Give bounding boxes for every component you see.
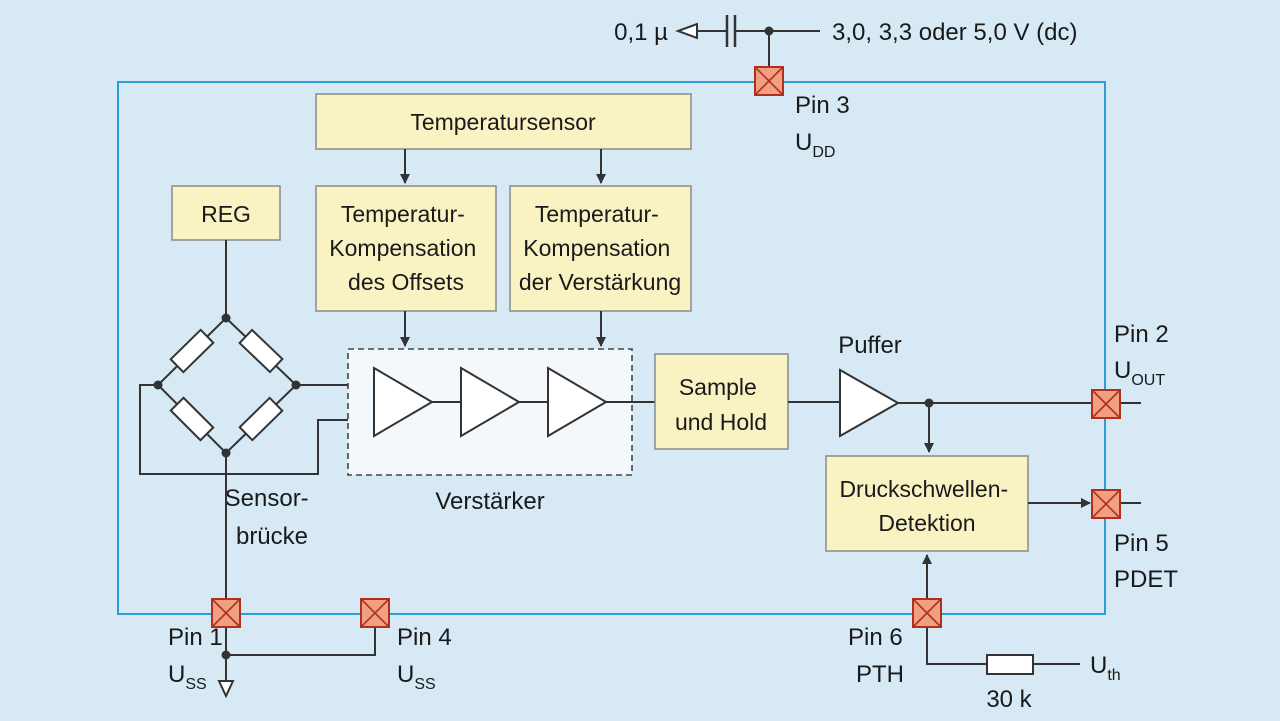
sample-hold-block [654, 353, 789, 450]
pin5-signal: PDET [1114, 566, 1178, 593]
amplifier-stage-1 [373, 366, 434, 438]
ground-symbol [217, 680, 235, 699]
bridge-resistor-bottom-right [238, 396, 284, 442]
sensor-bridge-label: Sensor- brücke [225, 485, 316, 550]
amplifier-stage-3 [547, 366, 608, 438]
amplifier-stage-2 [460, 366, 521, 438]
pin5-pad [1091, 489, 1121, 519]
buffer-amplifier [839, 368, 901, 438]
pin6-pad [912, 598, 942, 628]
gain-compensation-label: Temperatur- Kompensation der Verstärkung [519, 201, 681, 295]
pin6-signal: PTH [856, 661, 904, 688]
reg-block [171, 185, 281, 241]
pin4-pad [360, 598, 390, 628]
capacitor-terminal-arrow [675, 22, 698, 40]
pin3-name: Pin 3 [795, 92, 850, 119]
reg-label: REG [201, 201, 251, 227]
chip-boundary [117, 81, 1106, 615]
capacitor-label: 0,1 µ [614, 19, 668, 46]
amplifier-label: Verstärker [435, 488, 544, 515]
sample-hold-label: Sample und Hold [675, 374, 767, 435]
pressure-threshold-block [825, 455, 1029, 552]
pin1-pad [211, 598, 241, 628]
threshold-resistor [986, 654, 1034, 675]
pin2-name: Pin 2 [1114, 321, 1169, 348]
offset-compensation-block [315, 185, 497, 312]
temperature-sensor-label: Temperatursensor [410, 109, 596, 135]
threshold-voltage-label: Uth [1090, 652, 1121, 684]
supply-voltage-label: 3,0, 3,3 oder 5,0 V (dc) [832, 19, 1077, 46]
pin1-name: Pin 1 [168, 624, 223, 651]
pin3-signal: UDD [795, 129, 835, 161]
pressure-threshold-label: Druckschwellen- Detektion [839, 476, 1014, 536]
buffer-label: Puffer [838, 332, 902, 359]
bridge-resistor-top-right [238, 328, 284, 374]
sensor-bridge [153, 313, 301, 458]
pin2-pad [1091, 389, 1121, 419]
pin3-pad [754, 66, 784, 96]
pin4-signal: USS [397, 661, 436, 693]
pin1-signal: USS [168, 661, 207, 693]
bridge-resistor-top-left [169, 328, 215, 374]
offset-compensation-label: Temperatur- Kompensation des Offsets [329, 201, 482, 295]
supply-circuit: 0,1 µ 3,0, 3,3 oder 5,0 V (dc) [614, 15, 1077, 66]
pin6-name: Pin 6 [848, 624, 903, 651]
temperature-sensor-block [315, 93, 692, 150]
pin2-signal: UOUT [1114, 357, 1165, 389]
pin5-name: Pin 5 [1114, 530, 1169, 557]
resistor-label: 30 k [986, 686, 1032, 713]
pin4-name: Pin 4 [397, 624, 452, 651]
bridge-resistor-bottom-left [169, 396, 215, 442]
